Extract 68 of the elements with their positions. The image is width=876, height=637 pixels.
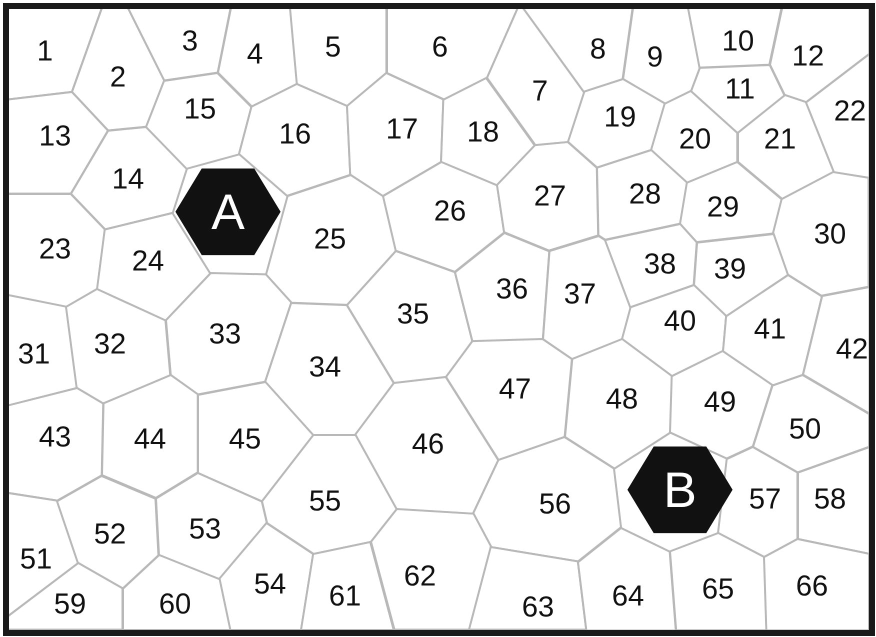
cell-number: 30 — [814, 220, 846, 250]
cell-number: 41 — [754, 315, 786, 344]
cell-number: 29 — [706, 193, 740, 222]
marker-letter: B — [663, 464, 697, 515]
cell-number: 59 — [54, 590, 86, 620]
cell-number: 35 — [396, 300, 430, 330]
cell-number: 7 — [532, 78, 548, 106]
cell-number: 11 — [724, 75, 756, 104]
cell-number: 26 — [434, 197, 466, 226]
cell-number: 56 — [538, 490, 572, 520]
cell-number: 43 — [38, 423, 72, 452]
cell-number: 23 — [38, 236, 72, 264]
cell-number: 38 — [644, 250, 676, 280]
cell-number: 5 — [324, 34, 342, 62]
cell-number: 62 — [404, 562, 436, 592]
cell-number: 21 — [764, 125, 796, 154]
cell-number: 28 — [628, 180, 662, 210]
cell-number: 53 — [188, 515, 222, 544]
cell-number: 25 — [314, 225, 346, 254]
cell-number: 66 — [796, 572, 828, 602]
cell-number: 65 — [702, 575, 734, 604]
cell-number: 39 — [714, 255, 746, 284]
cell-number: 54 — [254, 570, 286, 600]
cell-number: 16 — [278, 120, 312, 150]
cell-number: 4 — [246, 40, 264, 70]
cell-number: 47 — [498, 375, 532, 404]
cell-number: 49 — [704, 388, 736, 418]
cell-number: 12 — [792, 42, 824, 72]
cell-number: 27 — [534, 182, 566, 212]
cell-number: 18 — [466, 118, 500, 148]
cell-number: 8 — [590, 36, 606, 64]
cell-number: 2 — [110, 64, 126, 92]
cell-number: 46 — [412, 430, 444, 460]
cell-number: 55 — [308, 488, 342, 516]
cell-number: 52 — [94, 520, 126, 550]
cell-number: 9 — [646, 44, 664, 72]
cell-number: 17 — [386, 115, 418, 144]
cell-number: 58 — [814, 485, 846, 514]
cell-number: 57 — [748, 485, 782, 514]
cell-number: 36 — [496, 275, 528, 304]
cell-number: 20 — [678, 125, 712, 154]
cell-number: 31 — [18, 340, 50, 370]
cell-number: 37 — [564, 280, 596, 310]
cell-number: 50 — [788, 415, 822, 444]
cell-number: 15 — [184, 95, 216, 124]
cell-number: 10 — [722, 28, 754, 56]
cell-number: 64 — [612, 582, 644, 612]
cell-number: 34 — [308, 353, 342, 382]
cell-number: 40 — [664, 307, 696, 336]
cell-number: 32 — [94, 330, 126, 360]
marker-letter: A — [211, 186, 245, 237]
cell-number: 44 — [134, 425, 166, 454]
cell-number: 63 — [522, 593, 554, 622]
cell-number: 6 — [432, 34, 448, 62]
cell-number: 13 — [38, 122, 72, 152]
cell-number: 51 — [20, 545, 52, 574]
cell-number: 33 — [208, 320, 242, 350]
cell-number: 3 — [182, 28, 198, 56]
cell-number: 19 — [604, 103, 636, 132]
cell-number: 45 — [228, 425, 262, 454]
cell-number: 14 — [112, 165, 144, 194]
cell-number: 1 — [36, 38, 54, 66]
cell-number: 60 — [158, 590, 192, 620]
cell-number: 22 — [834, 97, 866, 126]
cell-number: 42 — [836, 335, 868, 364]
cell-number: 48 — [606, 385, 638, 414]
cell-number: 61 — [328, 582, 362, 612]
cell-number: 24 — [132, 247, 164, 276]
